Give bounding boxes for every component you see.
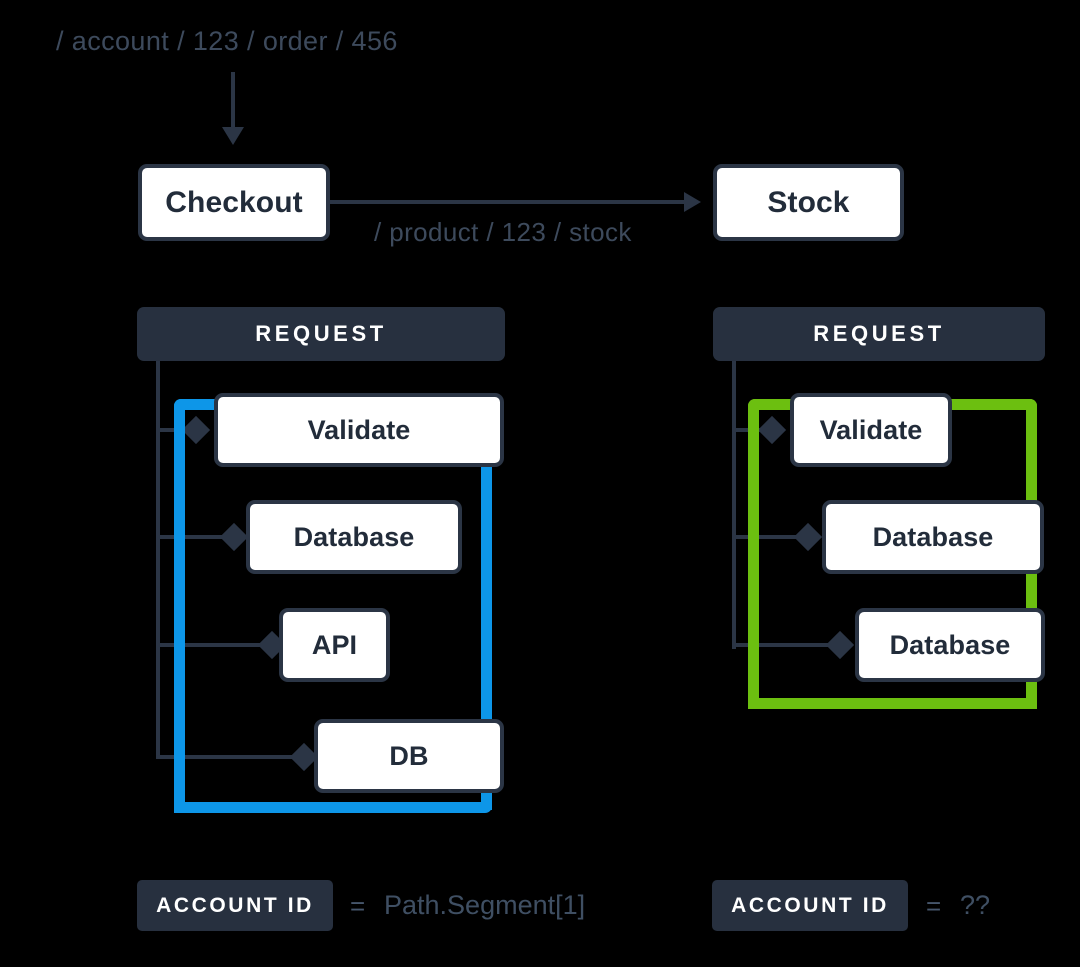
trace-left-spine xyxy=(174,399,185,813)
node-left-database[interactable]: Database xyxy=(246,500,462,574)
connector-diamond xyxy=(825,630,855,660)
node-right-database-1[interactable]: Database xyxy=(822,500,1044,574)
node-label: Database xyxy=(293,521,415,552)
request-header-right-label: REQUEST xyxy=(813,321,945,346)
node-label: Database xyxy=(872,521,994,552)
trace-left-right-spine xyxy=(481,462,492,810)
node-left-db[interactable]: DB xyxy=(314,719,504,793)
trace-right-bottom xyxy=(748,698,1037,709)
legend-equals-right: = xyxy=(926,891,942,921)
spine-right xyxy=(732,361,736,649)
connector-diamond xyxy=(181,415,211,445)
stub-right-database-2 xyxy=(732,643,840,647)
node-checkout[interactable]: Checkout xyxy=(138,164,330,241)
node-checkout-label: Checkout xyxy=(165,185,303,219)
connector-diamond xyxy=(757,415,787,445)
legend-value-left: Path.Segment[1] xyxy=(384,890,586,920)
stub-right-database-1 xyxy=(732,535,808,539)
node-label: Validate xyxy=(307,414,411,445)
node-left-api[interactable]: API xyxy=(279,608,390,682)
node-right-validate[interactable]: Validate xyxy=(790,393,952,467)
node-label: DB xyxy=(389,740,429,771)
node-right-database-2[interactable]: Database xyxy=(855,608,1045,682)
node-left-validate[interactable]: Validate xyxy=(214,393,504,467)
badge-account-id-right: ACCOUNT ID xyxy=(712,880,908,931)
trace-left-bottom xyxy=(174,802,492,813)
service-edge-label: / product / 123 / stock xyxy=(374,217,632,247)
trace-right-validate-top xyxy=(950,399,1037,410)
request-header-left-label: REQUEST xyxy=(255,321,387,346)
connector-diamond xyxy=(793,522,823,552)
spine-left xyxy=(156,361,160,759)
legend-equals-left: = xyxy=(350,891,366,921)
badge-account-id-left: ACCOUNT ID xyxy=(137,880,333,931)
entry-arrow-head xyxy=(222,127,244,145)
node-stock[interactable]: Stock xyxy=(713,164,904,241)
legend-value-right: ?? xyxy=(960,890,991,920)
entry-arrow-shaft xyxy=(231,72,235,134)
node-stock-label: Stock xyxy=(767,185,850,219)
service-edge-shaft xyxy=(330,200,685,204)
trace-left-top xyxy=(174,399,234,410)
connector-diamond xyxy=(219,522,249,552)
node-label: API xyxy=(311,629,358,660)
trace-right-top xyxy=(748,399,810,410)
service-edge-head xyxy=(684,192,701,212)
node-label: Database xyxy=(889,629,1011,660)
request-header-left: REQUEST xyxy=(137,307,505,361)
stub-left-db xyxy=(156,755,304,759)
entry-path-label: / account / 123 / order / 456 xyxy=(56,26,398,56)
badge-label: ACCOUNT ID xyxy=(156,893,314,917)
stub-left-api xyxy=(156,643,272,647)
request-header-right: REQUEST xyxy=(713,307,1045,361)
node-label: Validate xyxy=(819,414,923,445)
badge-label: ACCOUNT ID xyxy=(731,893,889,917)
trace-right-spine xyxy=(748,399,759,709)
stub-left-database xyxy=(156,535,242,539)
